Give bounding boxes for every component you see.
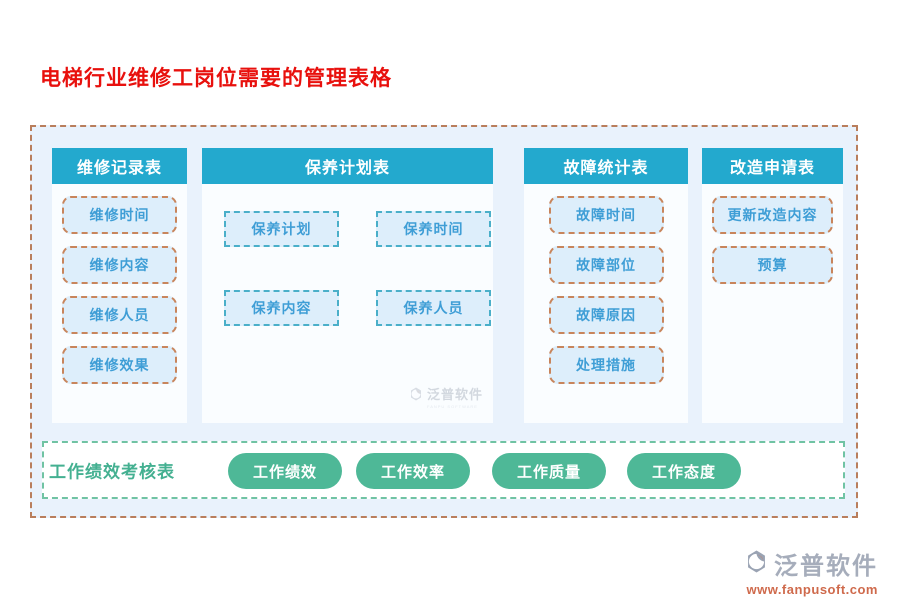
pill-work-performance: 工作绩效: [228, 453, 342, 489]
column-header-renovation-application: 改造申请表: [702, 148, 843, 184]
column-renovation-application: 改造申请表 更新改造内容 预算: [702, 148, 843, 423]
column-repair-record: 维修记录表 维修时间 维修内容 维修人员 维修效果: [52, 148, 187, 423]
field-fault-part: 故障部位: [548, 246, 664, 284]
column-fault-statistics: 故障统计表 故障时间 故障部位 故障原因 处理措施: [524, 148, 688, 423]
page-title: 电梯行业维修工岗位需要的管理表格: [40, 67, 392, 90]
field-repair-time: 维修时间: [62, 196, 177, 234]
watermark-sub: FANPU SOFTWARE: [426, 404, 478, 409]
watermark-logo-icon: [408, 386, 424, 407]
field-maintenance-time: 保养时间: [376, 211, 491, 247]
column-header-repair-record: 维修记录表: [52, 148, 187, 184]
field-renovation-content: 更新改造内容: [712, 196, 833, 234]
footer-brand-block[interactable]: 泛普软件 www.fanpusoft.com: [743, 546, 878, 597]
field-fault-time: 故障时间: [548, 196, 664, 234]
management-tables-diagram: 维修记录表 维修时间 维修内容 维修人员 维修效果 保养计划表 保养计划 保养时…: [30, 125, 858, 518]
watermark: 泛普软件 FANPU SOFTWARE: [408, 384, 483, 409]
footer-brand-name: 泛普软件: [774, 553, 878, 580]
column-header-fault-statistics: 故障统计表: [524, 148, 688, 184]
field-repair-content: 维修内容: [62, 246, 177, 284]
watermark-brand: 泛普软件: [426, 387, 483, 402]
footer-brand-url[interactable]: www.fanpusoft.com: [746, 582, 878, 597]
field-maintenance-content: 保养内容: [224, 290, 339, 326]
column-header-maintenance-plan: 保养计划表: [202, 148, 493, 184]
field-budget: 预算: [712, 246, 833, 284]
column-maintenance-plan: 保养计划表 保养计划 保养时间 保养内容 保养人员 泛普软件 FANPU SOF…: [202, 148, 493, 423]
pill-work-attitude: 工作态度: [627, 453, 741, 489]
performance-review-bar: 工作绩效考核表 工作绩效 工作效率 工作质量 工作态度: [42, 441, 845, 499]
performance-review-title: 工作绩效考核表: [49, 462, 175, 482]
field-maintenance-plan: 保养计划: [224, 211, 339, 247]
field-fault-cause: 故障原因: [548, 296, 664, 334]
field-repair-person: 维修人员: [62, 296, 177, 334]
pill-work-efficiency: 工作效率: [356, 453, 470, 489]
field-repair-result: 维修效果: [62, 346, 177, 384]
field-fault-measures: 处理措施: [548, 346, 664, 384]
field-maintenance-person: 保养人员: [376, 290, 491, 326]
footer-logo-icon: [743, 548, 770, 580]
pill-work-quality: 工作质量: [492, 453, 606, 489]
